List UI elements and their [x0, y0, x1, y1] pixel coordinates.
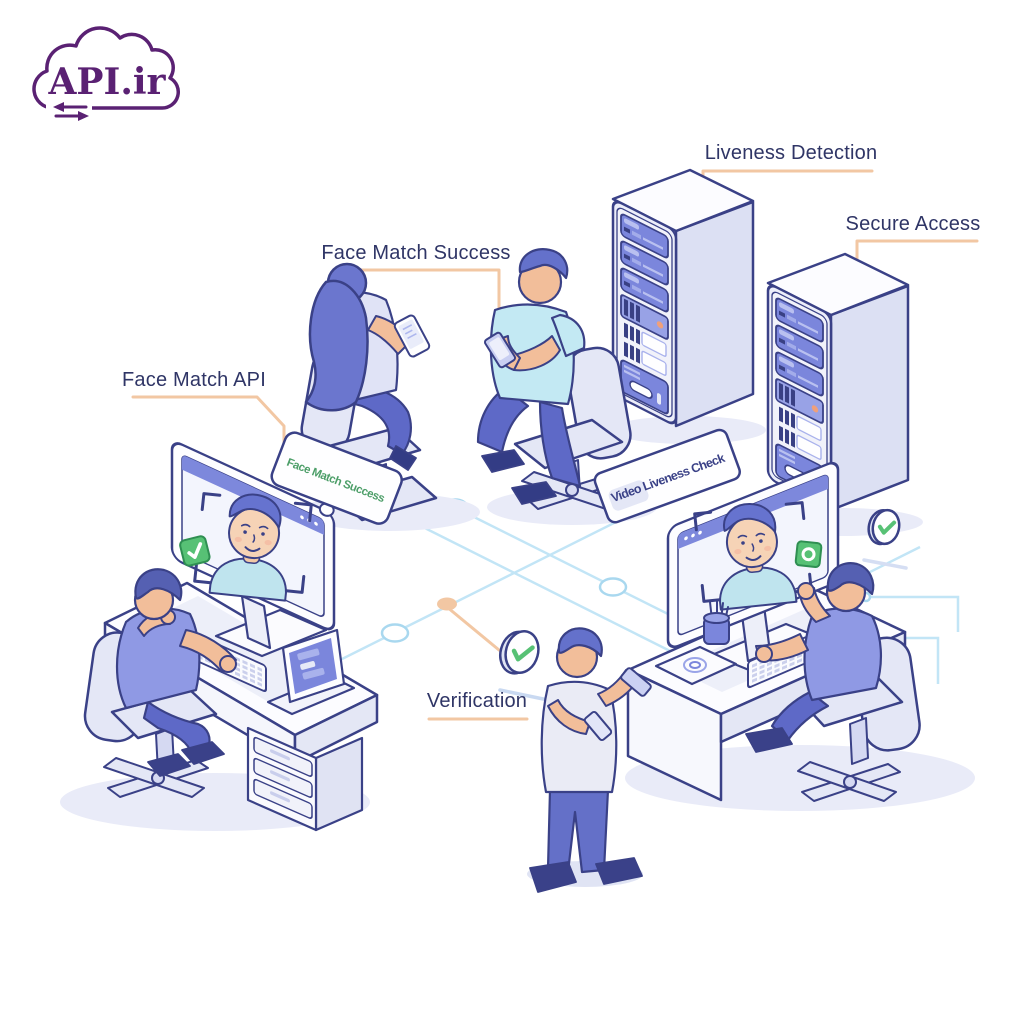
pencil-cup: [703, 599, 730, 645]
check-icon: [877, 520, 897, 535]
man-at-right-desk: [745, 562, 921, 802]
liveness-ring-badge-right-monitor: [794, 540, 823, 568]
logo-text: API.ir: [47, 61, 166, 103]
left-monitor: [170, 442, 336, 631]
label-face-match-api: Face Match API: [122, 369, 266, 391]
ring-icon: [801, 547, 816, 562]
standing-man-phone-right: [620, 667, 652, 697]
standing-man-phone-left: [583, 711, 613, 741]
check-icon: [511, 645, 535, 662]
man-standing-with-phones: [529, 627, 652, 893]
server-rack-2: [766, 252, 910, 512]
woman-phone: [393, 314, 431, 358]
man-phone: [484, 331, 516, 369]
check-coin-center: [498, 630, 550, 702]
right-desk-scene: [626, 461, 921, 802]
label-verification: Verification: [426, 690, 528, 712]
cloud-icon: [32, 26, 180, 110]
man-sitting-with-phone: [476, 248, 632, 510]
check-badge-left-monitor: [179, 535, 211, 567]
right-monitor: [666, 461, 840, 649]
left-monitor-stand: [214, 594, 328, 658]
server-rack-1: [611, 168, 755, 428]
check-coin-right: [862, 508, 908, 570]
label-face-match-success: Face Match Success: [321, 242, 511, 264]
man-at-left-desk: [83, 568, 237, 798]
sync-arrows-icon: [53, 102, 89, 121]
label-secure-access: Secure Access: [845, 213, 981, 235]
connector-dot: [437, 597, 457, 611]
left-desk-scene: [83, 442, 379, 832]
right-desk-chair: [797, 636, 921, 802]
check-icon: [187, 542, 203, 559]
logo: API.ir: [14, 12, 199, 124]
label-liveness-detection: Liveness Detection: [704, 142, 878, 164]
notepad: [654, 645, 738, 686]
laptop: [266, 628, 356, 716]
